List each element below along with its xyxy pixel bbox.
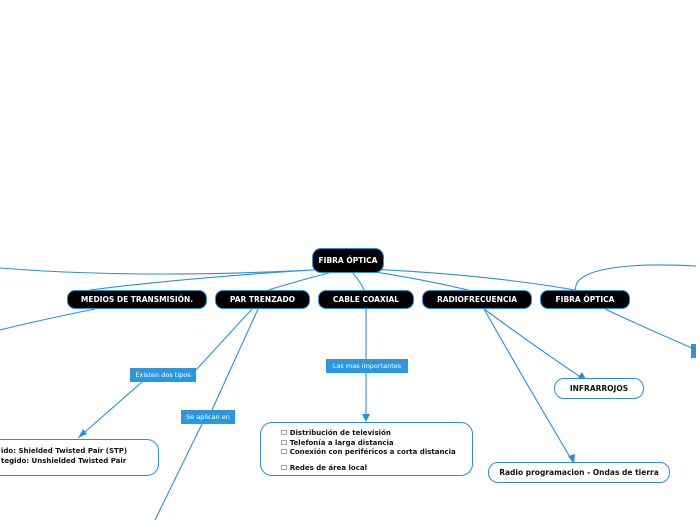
box-line: ☐ Distribución de televisión (281, 429, 391, 437)
link-par-existen (195, 308, 253, 371)
box-line: ☐ Redes de área local (281, 463, 367, 472)
link-fibra-loop (575, 264, 696, 293)
branch-radiofrecuencia[interactable]: RADIOFRECUENCIA (422, 290, 532, 309)
connector-label: Existen dos tipos (135, 371, 191, 379)
branch-label: FIBRA ÓPTICA (555, 295, 615, 304)
link-medios-left-offscreen (0, 308, 96, 331)
link-radio-ondas (483, 308, 574, 463)
branch-medios-transmision[interactable]: MEDIOS DE TRANSMISIÓN. (67, 290, 207, 309)
branch-label: RADIOFRECUENCIA (436, 295, 518, 304)
link-root-fibra (347, 267, 587, 293)
branch-fibra-optica[interactable]: FIBRA ÓPTICA (540, 290, 630, 309)
branch-cable-coaxial[interactable]: CABLE COAXIAL (318, 290, 414, 309)
link-root-left-offscreen (0, 267, 349, 275)
leaf-label: INFRARROJOS (569, 384, 629, 393)
link-root-medios (89, 267, 349, 291)
coax-applications-box[interactable]: ☐ Distribución de televisión ☐ Telefonía… (260, 422, 473, 476)
offscreen-node-right-stub (691, 344, 696, 358)
branch-par-trenzado[interactable]: PAR TRENZADO (215, 290, 310, 309)
box-line: tegido: Unshielded Twisted Pair (1, 456, 127, 465)
box-line: ☐ Conexión con periféricos a corta dista… (281, 448, 456, 456)
leaf-infrarrojos[interactable]: INFRARROJOS (554, 378, 644, 399)
root-node-fibra-optica[interactable]: FIBRA ÓPTICA (312, 248, 384, 273)
branch-label: PAR TRENZADO (229, 295, 296, 304)
box-line: ☐ Telefonía a larga distancia (281, 438, 394, 447)
twisted-pair-types-box[interactable]: ido: Shielded Twisted Pair (STP) tegido:… (0, 439, 159, 476)
arrow-stp (78, 429, 87, 438)
leaf-label: Radio programacion - Ondas de tierra (499, 468, 659, 477)
arrow-ondas (568, 454, 575, 464)
box-line: ido: Shielded Twisted Pair (STP) (1, 447, 128, 455)
branch-label: MEDIOS DE TRANSMISIÓN. (80, 295, 194, 304)
connector-existen-dos-tipos[interactable]: Existen dos tipos (130, 368, 196, 382)
link-par-aplican (211, 308, 259, 411)
connector-las-mas-importantes[interactable]: Las mas importantes (326, 359, 408, 373)
root-label: FIBRA ÓPTICA (318, 256, 378, 265)
branch-label: CABLE COAXIAL (332, 295, 400, 304)
arrow-coax-box (362, 414, 370, 422)
link-fibra-right-offscreen (604, 308, 693, 349)
link-radio-infra (483, 308, 586, 381)
link-existen-stp (77, 381, 143, 439)
link-aplican-offscreen (154, 423, 203, 520)
connector-label: Las mas importantes (332, 362, 402, 370)
connector-se-aplican-en[interactable]: Se aplican en (181, 410, 235, 424)
leaf-radio-programacion[interactable]: Radio programacion - Ondas de tierra (488, 462, 670, 483)
connector-label: Se aplican en (186, 413, 230, 421)
